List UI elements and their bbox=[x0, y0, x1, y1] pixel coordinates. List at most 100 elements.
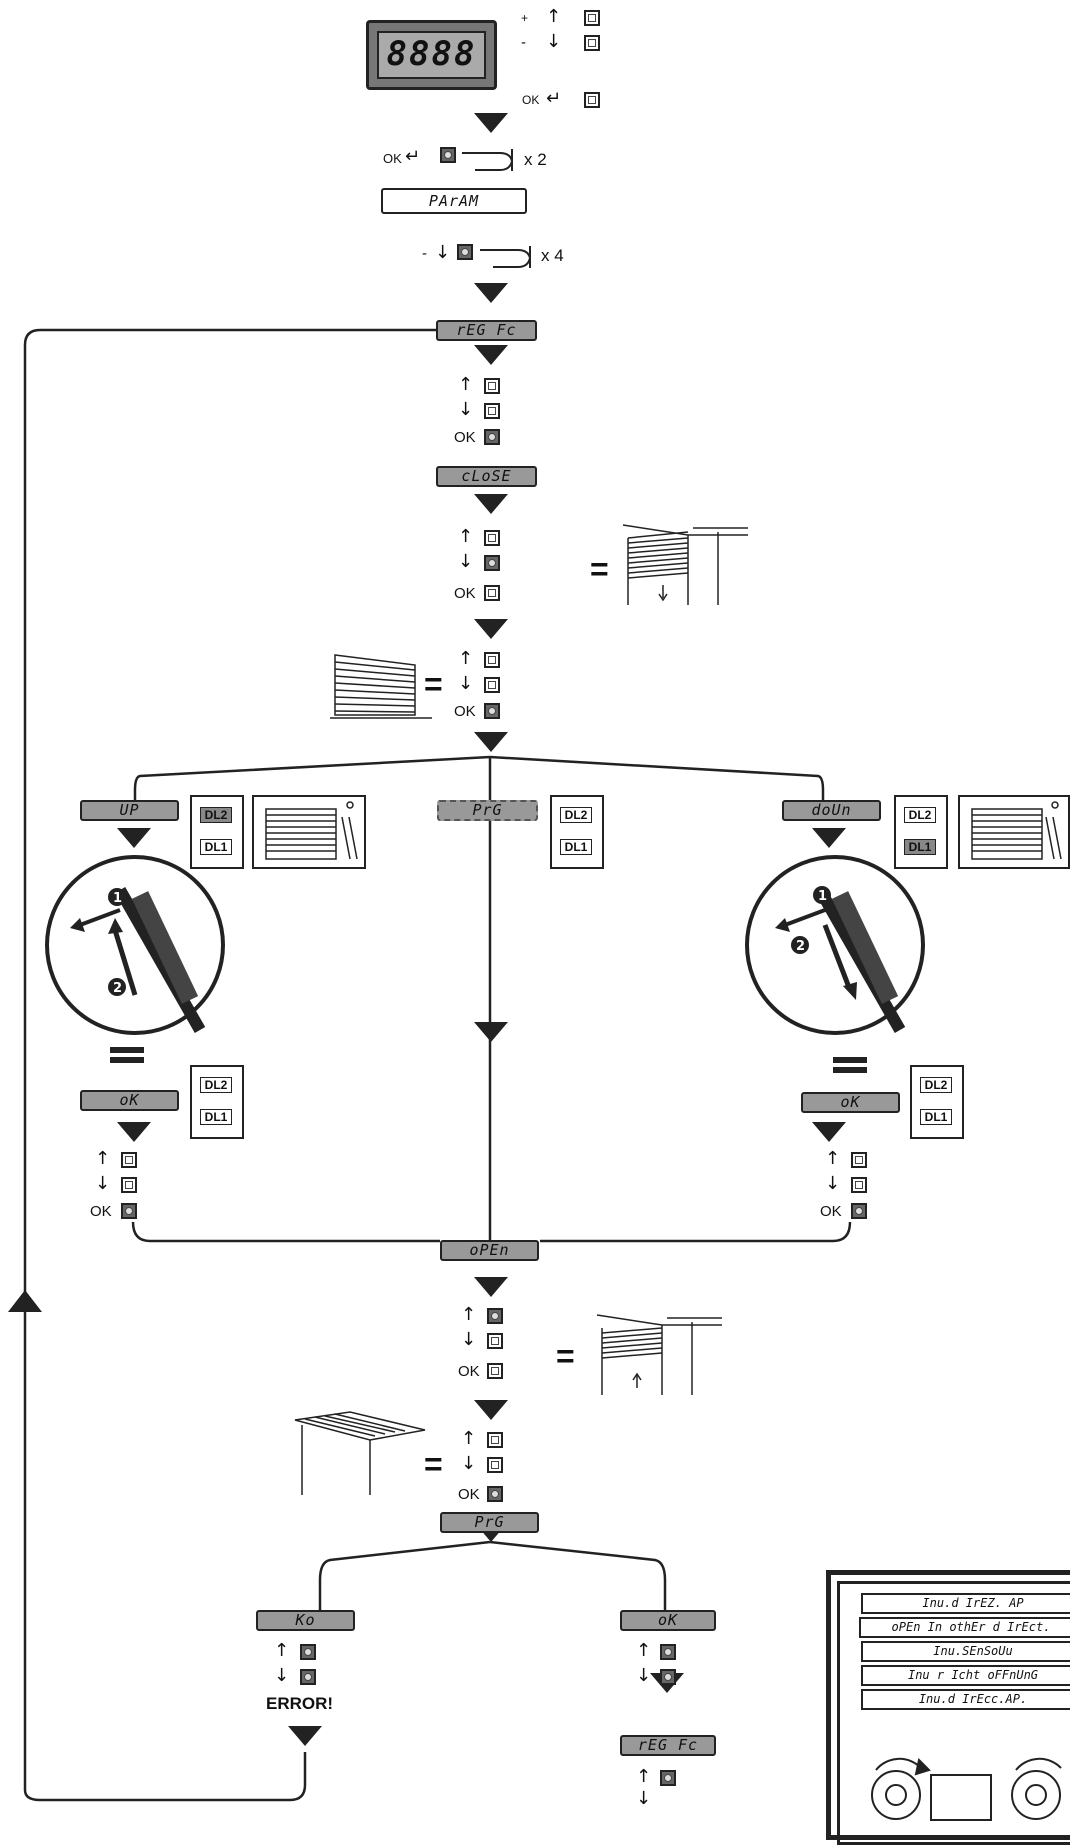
down-button-4[interactable] bbox=[121, 1177, 137, 1193]
screen-ko: Ko bbox=[256, 1610, 355, 1631]
screen-prg: PrG bbox=[440, 1512, 539, 1533]
legend-item: Inu.SEnSoUu bbox=[861, 1641, 1070, 1662]
down-button-3[interactable] bbox=[484, 677, 500, 693]
adjust-knob-right-icon: 1 2 bbox=[745, 855, 925, 1035]
up-arrow-icon-12: ↑ bbox=[636, 1766, 652, 1787]
plus-up-button[interactable] bbox=[584, 10, 600, 26]
equals-bar-1 bbox=[110, 1047, 144, 1053]
legend-item: oPEn In othEr d IrEct. bbox=[859, 1617, 1070, 1638]
dl2-indicator-2: DL2 bbox=[200, 1077, 232, 1093]
screen-open: oPEn bbox=[440, 1240, 539, 1261]
up-button-pressed-3[interactable] bbox=[660, 1644, 676, 1660]
screen-ok-bottom: oK bbox=[620, 1610, 716, 1631]
enter-icon: ↵ bbox=[546, 88, 562, 109]
minus-sign-2: - bbox=[422, 245, 427, 262]
dl1-indicator: DL1 bbox=[200, 839, 232, 855]
dl1-indicator-2: DL1 bbox=[200, 1109, 232, 1125]
equals-bar-2 bbox=[110, 1057, 144, 1063]
dl1-indicator-5: DL1 bbox=[920, 1109, 952, 1125]
up-button-pressed-4[interactable] bbox=[660, 1770, 676, 1786]
up-arrow-icon-11: ↑ bbox=[636, 1640, 652, 1661]
down-arrow-icon-3: ↓ bbox=[458, 399, 474, 420]
minus-sign: - bbox=[521, 34, 526, 51]
up-button-4[interactable] bbox=[121, 1152, 137, 1168]
screen-reg-fc-bottom: rEG Fc bbox=[620, 1735, 716, 1756]
down-button-6[interactable] bbox=[487, 1333, 503, 1349]
ok-button-2[interactable] bbox=[484, 585, 500, 601]
ok-button-pressed-5[interactable] bbox=[851, 1203, 867, 1219]
enter-icon-2: ↵ bbox=[405, 146, 421, 167]
screen-ok-right: oK bbox=[801, 1092, 900, 1113]
direction-legend: Inu.d IrEZ. AP oPEn In othEr d IrEct. In… bbox=[826, 1570, 1070, 1845]
legend-item: Inu.d IrEZ. AP bbox=[861, 1593, 1070, 1614]
dl2-indicator-lit: DL2 bbox=[200, 807, 232, 823]
svg-text:2: 2 bbox=[796, 939, 805, 954]
down-button-pressed-2[interactable] bbox=[300, 1669, 316, 1685]
up-button-pressed[interactable] bbox=[487, 1308, 503, 1324]
dl2-indicator-5: DL2 bbox=[920, 1077, 952, 1093]
minus-down-button[interactable] bbox=[584, 35, 600, 51]
up-button-3[interactable] bbox=[484, 652, 500, 668]
down-arrow-icon-2: ↓ bbox=[435, 242, 451, 263]
ok-button-pressed[interactable] bbox=[440, 147, 456, 163]
down-button-5[interactable] bbox=[851, 1177, 867, 1193]
legend-item: Inu r Icht oFFnUnG bbox=[861, 1665, 1070, 1686]
ok-label: OK bbox=[522, 93, 540, 107]
screen-ok-left: oK bbox=[80, 1090, 179, 1111]
ok-button-pressed-2[interactable] bbox=[484, 429, 500, 445]
ok-button-pressed-4[interactable] bbox=[121, 1203, 137, 1219]
equals-bar-4 bbox=[833, 1067, 867, 1073]
down-button[interactable] bbox=[484, 403, 500, 419]
equals-bar-3 bbox=[833, 1057, 867, 1063]
up-arrow-icon-6: ↑ bbox=[95, 1148, 111, 1169]
door-ladder-icon-up bbox=[252, 795, 366, 869]
times-2-label: x 2 bbox=[524, 150, 547, 169]
finger-press-icon-2 bbox=[480, 246, 532, 268]
screen-reg-fc: rEG Fc bbox=[436, 320, 537, 341]
ok-enter-button[interactable] bbox=[584, 92, 600, 108]
ok-button-pressed-6[interactable] bbox=[487, 1486, 503, 1502]
down-button-pressed-3[interactable] bbox=[660, 1669, 676, 1685]
minus-button-pressed[interactable] bbox=[457, 244, 473, 260]
up-button-5[interactable] bbox=[851, 1152, 867, 1168]
screen-up: UP bbox=[80, 800, 179, 821]
down-button-7[interactable] bbox=[487, 1457, 503, 1473]
door-opening-icon bbox=[596, 1314, 722, 1395]
dl2-indicator-3: DL2 bbox=[560, 807, 592, 823]
ok-label-4: OK bbox=[454, 585, 476, 602]
down-arrow-icon-10: ↓ bbox=[274, 1665, 290, 1686]
up-arrow-icon-10: ↑ bbox=[274, 1640, 290, 1661]
up-arrow-icon-9: ↑ bbox=[461, 1428, 477, 1449]
equals-sign-1: = bbox=[590, 551, 609, 587]
ok-button-pressed-3[interactable] bbox=[484, 703, 500, 719]
legend-item: Inu.d IrEcc.AP. bbox=[861, 1689, 1070, 1710]
screen-down: doUn bbox=[782, 800, 881, 821]
dl1-indicator-3: DL1 bbox=[560, 839, 592, 855]
door-closing-icon bbox=[622, 524, 748, 605]
dl1-indicator-lit: DL1 bbox=[904, 839, 936, 855]
up-button-6[interactable] bbox=[487, 1432, 503, 1448]
ok-button-3[interactable] bbox=[487, 1363, 503, 1379]
plus-sign: + bbox=[521, 11, 529, 25]
down-arrow-icon-7: ↓ bbox=[825, 1173, 841, 1194]
times-4-label: x 4 bbox=[541, 246, 564, 265]
down-arrow-icon: ↓ bbox=[546, 31, 562, 52]
svg-text:1: 1 bbox=[113, 891, 122, 906]
up-button-pressed-2[interactable] bbox=[300, 1644, 316, 1660]
up-arrow-icon-8: ↑ bbox=[461, 1304, 477, 1325]
up-button-2[interactable] bbox=[484, 530, 500, 546]
up-arrow-icon-7: ↑ bbox=[825, 1148, 841, 1169]
up-arrow-icon-3: ↑ bbox=[458, 374, 474, 395]
door-closed-icon bbox=[330, 654, 432, 719]
down-arrow-icon-11: ↓ bbox=[636, 1665, 652, 1686]
motor-rotation-icon bbox=[871, 1757, 1062, 1821]
dl-panel-ok-left: DL2 DL1 bbox=[190, 1065, 244, 1139]
up-button[interactable] bbox=[484, 378, 500, 394]
down-button-pressed[interactable] bbox=[484, 555, 500, 571]
dl-panel-prg: DL2 DL1 bbox=[550, 795, 604, 869]
dl-panel-down: DL2 DL1 bbox=[894, 795, 948, 869]
equals-sign-2: = bbox=[424, 666, 443, 702]
error-label: ERROR! bbox=[266, 1694, 334, 1713]
ok-label-6: OK bbox=[90, 1203, 112, 1220]
